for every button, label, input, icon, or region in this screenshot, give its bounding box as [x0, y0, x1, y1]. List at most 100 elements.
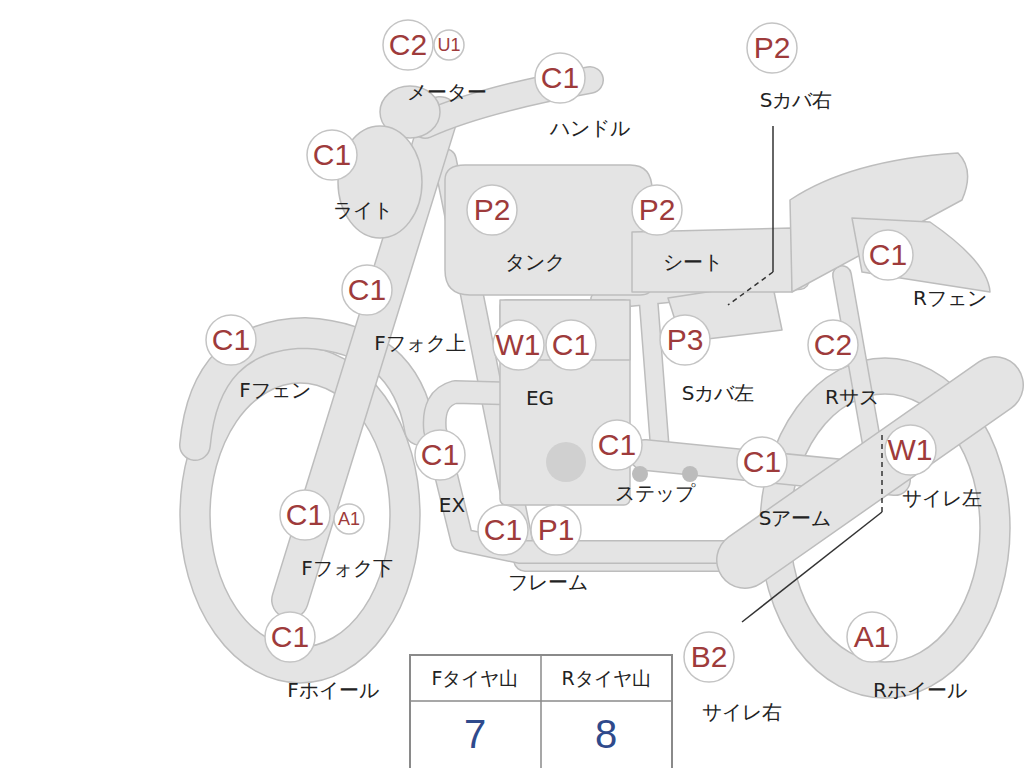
- callout-circle: P2: [466, 184, 518, 236]
- circle-shape: [684, 632, 734, 682]
- callout-circle: A1: [846, 611, 898, 663]
- part-label: メーター: [407, 81, 487, 104]
- callout-code: P1: [538, 515, 575, 545]
- callout-circle: B2: [683, 631, 735, 683]
- callout-code: A1: [338, 510, 360, 528]
- fuel-tank: [445, 165, 652, 295]
- circle-shape: [808, 320, 858, 370]
- leader-lines: [728, 126, 882, 622]
- part-label: Fホイール: [287, 679, 379, 702]
- callout-circle: C2: [382, 19, 434, 71]
- part-label: Fフェン: [239, 379, 311, 402]
- callout-circle: P2: [746, 22, 798, 74]
- part-label: サイレ左: [902, 487, 982, 510]
- rear-fender: [852, 218, 990, 292]
- part-label: ステップ: [615, 482, 695, 505]
- part-label: EG: [526, 387, 554, 410]
- part-label: Sカバ右: [760, 89, 833, 112]
- table-header: Fタイヤ山: [432, 668, 519, 690]
- circle-shape: [334, 504, 364, 534]
- circle-shape: [863, 230, 913, 280]
- callout-circle: C2: [807, 319, 859, 371]
- table-value: 8: [595, 711, 617, 757]
- callout-code: C1: [286, 500, 324, 530]
- circle-shape: [434, 30, 464, 60]
- callout-circle: C1: [477, 504, 529, 556]
- callout-circle: C1: [264, 611, 316, 663]
- leader-line: [728, 272, 773, 305]
- table-value: 7: [464, 711, 486, 757]
- callout-code: U1: [437, 36, 460, 54]
- callout-code: C1: [541, 63, 579, 93]
- callout-circle: C1: [736, 436, 788, 488]
- circle-shape: [265, 612, 315, 662]
- circle-shape: [632, 185, 682, 235]
- part-label: フレーム: [508, 571, 588, 594]
- circle-shape: [467, 185, 517, 235]
- callout-code: P2: [754, 33, 791, 63]
- part-label: Fフォク下: [301, 557, 393, 580]
- part-label: Fフォク上: [374, 332, 466, 355]
- part-label: シート: [663, 251, 723, 274]
- callout-code: W1: [496, 330, 541, 360]
- callout-circle: C1: [862, 229, 914, 281]
- part-label: ライト: [333, 199, 393, 222]
- callout-circle: C1: [414, 429, 466, 481]
- circle-shape: [206, 315, 256, 365]
- callout-circle: P2: [631, 184, 683, 236]
- part-label: Sカバ左: [682, 382, 755, 405]
- circle-shape: [383, 20, 433, 70]
- circle-shape: [478, 505, 528, 555]
- table-rule: [540, 655, 542, 768]
- tread-table: [410, 655, 672, 768]
- circle-shape: [342, 265, 392, 315]
- callout-circle: C1: [534, 52, 586, 104]
- engine-crank: [546, 442, 586, 482]
- table-frame: [410, 655, 672, 768]
- circle-shape: [847, 612, 897, 662]
- callout-circle: A1: [333, 503, 365, 535]
- bike-parts: [180, 80, 1010, 698]
- part-label: Rフェン: [913, 287, 987, 310]
- callout-code: B2: [691, 642, 728, 672]
- seat: [632, 228, 792, 292]
- leader-line: [772, 126, 774, 272]
- circle-shape: [307, 130, 357, 180]
- callout-circle: C1: [205, 314, 257, 366]
- callout-circle: P3: [659, 314, 711, 366]
- leader-line: [881, 432, 883, 512]
- callout-code: C1: [313, 140, 351, 170]
- circle-shape: [660, 315, 710, 365]
- callout-circle: C1: [279, 489, 331, 541]
- step-peg: [632, 466, 648, 482]
- circle-shape: [493, 320, 544, 370]
- circle-shape: [415, 430, 465, 480]
- circle-shape: [531, 505, 581, 555]
- callout-code: P2: [639, 195, 676, 225]
- callout-code: C1: [484, 515, 522, 545]
- callout-code: A1: [854, 622, 891, 652]
- part-label: サイレ右: [702, 701, 782, 724]
- callout-code: C2: [389, 30, 427, 60]
- circle-shape: [535, 53, 585, 103]
- step-peg: [682, 466, 698, 482]
- circle-shape: [546, 320, 596, 370]
- callout-code: C1: [598, 430, 636, 460]
- callout-code: C1: [743, 447, 781, 477]
- circle-shape: [280, 490, 330, 540]
- circle-shape: [747, 23, 797, 73]
- callout-code: P2: [474, 195, 511, 225]
- callout-circle: C1: [545, 319, 597, 371]
- callout-circle: W1: [492, 319, 545, 371]
- part-label: Rサス: [825, 386, 879, 409]
- callout-code: C1: [271, 622, 309, 652]
- table-header: Rタイヤ山: [561, 668, 650, 690]
- circle-shape: [592, 420, 642, 470]
- callout-circle: C1: [306, 129, 358, 181]
- callout-code: P3: [667, 325, 704, 355]
- callout-circle: P1: [530, 504, 582, 556]
- callout-code: W1: [888, 435, 933, 465]
- callout-circle: C1: [591, 419, 643, 471]
- callout-circle: C1: [341, 264, 393, 316]
